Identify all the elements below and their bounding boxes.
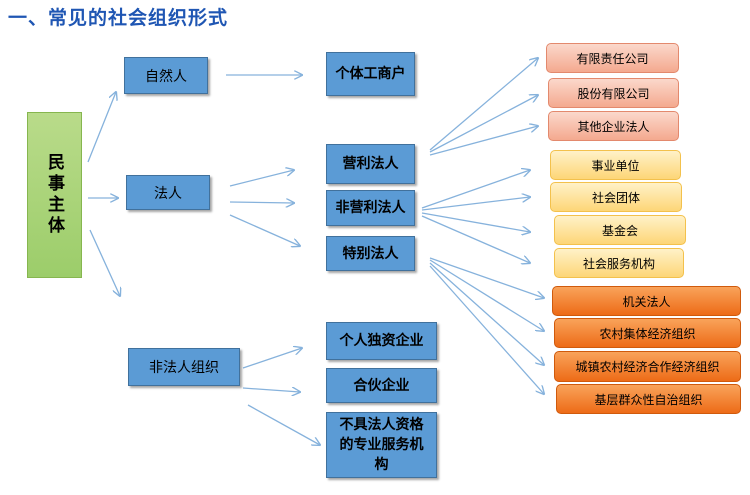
page-title: 一、常见的社会组织形式	[8, 7, 229, 29]
arrow-legal-forprofit	[229, 170, 294, 187]
node-special: 特别法人	[326, 236, 415, 271]
arrow-nonprofit-3	[421, 212, 530, 232]
arrow-nonlegal-service	[247, 404, 320, 445]
arrow-nonprofit-2	[421, 197, 530, 211]
leaf-joint-stock-company: 股份有限公司	[548, 78, 679, 108]
node-for-profit: 营利法人	[326, 144, 415, 184]
node-natural-person: 自然人	[124, 57, 208, 94]
node-partnership: 合伙企业	[326, 368, 437, 403]
arrow-nonprofit-1	[421, 170, 530, 209]
leaf-government-agency: 机关法人	[552, 286, 741, 316]
leaf-social-group: 社会团体	[550, 182, 682, 212]
arrow-special-4	[429, 265, 544, 394]
arrow-legal-nonprofit	[229, 202, 294, 203]
arrow-special-3	[429, 262, 544, 365]
leaf-public-institution: 事业单位	[550, 150, 681, 180]
node-individual-business: 个体工商户	[326, 52, 415, 96]
node-professional-service: 不具法人资格的专业服务机构	[326, 412, 437, 478]
leaf-limited-company: 有限责任公司	[546, 43, 679, 73]
leaf-social-service: 社会服务机构	[554, 248, 684, 278]
node-sole-proprietorship: 个人独资企业	[326, 322, 437, 360]
root-civil-subject: 民事主体	[27, 112, 82, 278]
node-legal-person: 法人	[126, 175, 210, 210]
leaf-urban-rural-cooperative: 城镇农村经济合作经济组织	[554, 351, 741, 382]
arrow-special-1	[429, 257, 544, 298]
arrow-root-nonlegal	[89, 229, 120, 296]
leaf-rural-collective: 农村集体经济组织	[554, 318, 741, 348]
arrow-nonlegal-partner	[242, 388, 300, 392]
arrow-nonlegal-sole	[242, 348, 302, 369]
arrow-legal-special	[229, 214, 300, 246]
arrow-root-natural	[87, 92, 116, 163]
leaf-grassroots-autonomy: 基层群众性自治组织	[556, 384, 741, 414]
arrow-nonprofit-4	[421, 215, 530, 263]
leaf-foundation: 基金会	[554, 215, 686, 245]
arrow-forprofit-3	[429, 126, 538, 156]
leaf-other-enterprise: 其他企业法人	[548, 111, 679, 141]
node-non-profit: 非营利法人	[326, 190, 415, 226]
node-non-legal-org: 非法人组织	[128, 348, 240, 386]
arrow-special-2	[429, 259, 544, 331]
arrow-forprofit-1	[429, 58, 538, 151]
arrow-forprofit-2	[429, 95, 538, 153]
